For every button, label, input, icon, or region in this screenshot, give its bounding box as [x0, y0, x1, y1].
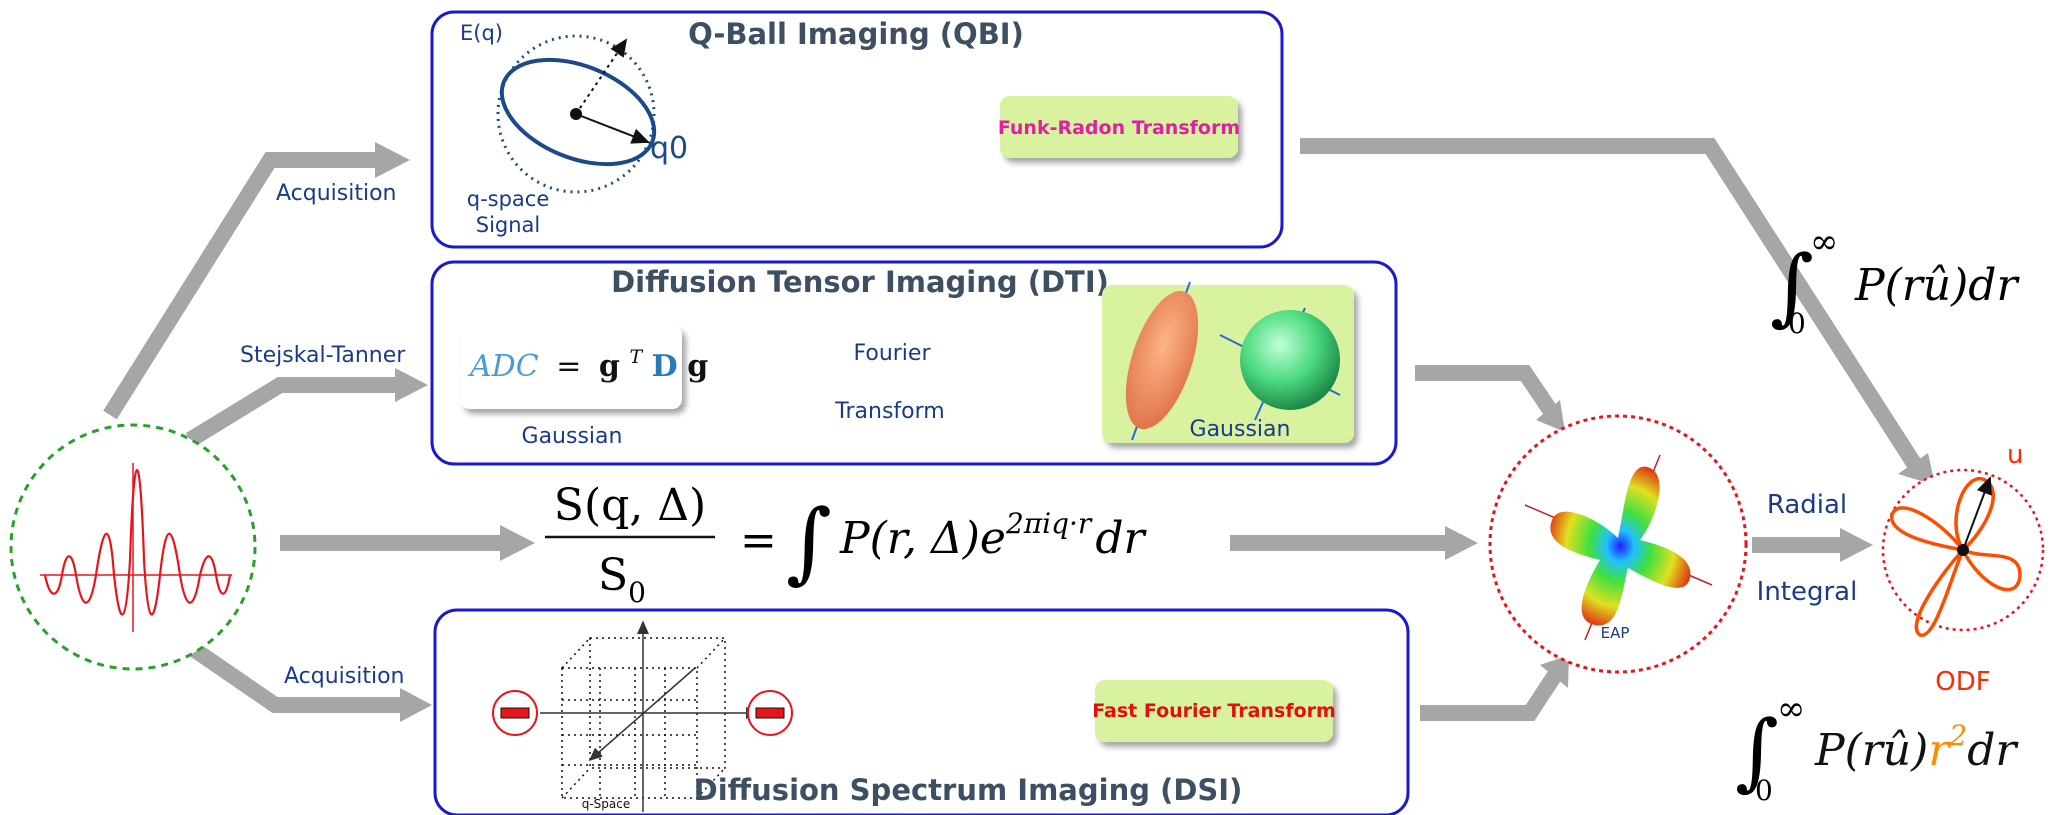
fft-label: Fast Fourier Transform [1092, 700, 1336, 722]
radial-bottom-label: Integral [1757, 577, 1858, 607]
minus-icon-right [747, 690, 793, 736]
dsi-box [433, 608, 1410, 815]
eq-equals: = [740, 515, 777, 566]
arrow-to-qbi [103, 152, 375, 420]
dti-gaussian-left: Gaussian [522, 424, 623, 449]
qspace-cube [561, 637, 726, 799]
svg-text:∫: ∫ [1770, 237, 1814, 335]
svg-text:0: 0 [1755, 774, 1773, 807]
dsi-panel: q-Space Fast Fourier Transform Diffusion… [433, 608, 1410, 815]
qbi-signal-label: Signal [476, 213, 541, 237]
dsi-title: Diffusion Spectrum Imaging (DSI) [694, 773, 1243, 807]
svg-text:0: 0 [1788, 307, 1806, 340]
integral-top: ∫ 0 ∞ P(rû)dr [1770, 222, 2020, 340]
qbi-q0-label: q0 [650, 131, 688, 166]
signal-waveform [43, 468, 232, 616]
minus-icon-left [492, 690, 538, 736]
integral-bottom: ∫ 0 ∞ P(rû)r2dr [1735, 689, 2019, 807]
acquisition-bottom-label: Acquisition [284, 664, 405, 689]
acquisition-top-label: Acquisition [276, 181, 397, 206]
eap-label: EAP [1601, 624, 1630, 642]
arrow-qbi-to-odf [1300, 138, 1922, 470]
eq-denominator: S0 [598, 550, 646, 609]
qspace-label: q-Space [582, 797, 631, 811]
arrow-to-dsi [190, 643, 400, 713]
svg-text:∞: ∞ [1810, 222, 1838, 262]
adc-equation: ADC = g T D g [467, 336, 708, 384]
stejskal-label: Stejskal-Tanner [240, 343, 406, 368]
dti-panel: Diffusion Tensor Imaging (DTI) ADC = g T… [430, 260, 1398, 466]
funk-radon-box [1000, 96, 1238, 158]
fourier-top-label: Fourier [853, 341, 931, 366]
odf-node: u ODF [1881, 440, 2045, 697]
qbi-qspace-label: q-space [467, 187, 550, 211]
arrow-to-dti [185, 377, 395, 447]
svg-text:P(rû)dr: P(rû)dr [1854, 260, 2020, 311]
adc-box [460, 325, 682, 409]
qbi-title: Q-Ball Imaging (QBI) [688, 17, 1024, 51]
radial-top-label: Radial [1767, 490, 1847, 520]
eap-node: EAP [1488, 414, 1748, 674]
odf-label: ODF [1935, 667, 1990, 697]
svg-text:∞: ∞ [1777, 689, 1805, 729]
dti-sphere [1240, 310, 1340, 410]
svg-text:∫: ∫ [1735, 702, 1779, 800]
dti-title: Diffusion Tensor Imaging (DTI) [611, 265, 1109, 299]
svg-text:P(rû)r2dr: P(rû)r2dr [1814, 719, 2019, 776]
odf-u-label: u [2007, 440, 2023, 470]
dti-gaussian-right: Gaussian [1190, 417, 1291, 442]
fft-box [1095, 680, 1333, 742]
arrow-dsi-to-eap [1420, 670, 1562, 721]
qbi-signal-ellipse [499, 57, 657, 167]
eq-numerator: S(q, Δ) [554, 480, 706, 531]
qbi-dotted-vector [575, 38, 628, 115]
qbi-box [430, 10, 1284, 249]
qbi-q0-vector [575, 113, 650, 144]
eap-surface [1550, 466, 1691, 626]
fourier-bottom-label: Transform [834, 399, 944, 424]
qbi-eq-label: E(q) [460, 21, 503, 45]
qbi-dotted-circle [496, 34, 656, 194]
eq-body: P(r, Δ)e2πiq·rdr [839, 507, 1147, 564]
odf-u-vector [1962, 476, 1992, 551]
funk-radon-label: Funk-Radon Transform [998, 117, 1240, 139]
arrow-dti-to-eap [1415, 365, 1557, 415]
signal-node [9, 423, 257, 671]
center-equation: S(q, Δ) S0 = ∫ P(r, Δ)e2πiq·rdr [545, 480, 1147, 609]
eq-integral: ∫ [786, 490, 832, 593]
qspace-axis-z [588, 667, 696, 761]
dti-ellipsoid [1125, 290, 1199, 430]
qbi-panel: Q-Ball Imaging (QBI) E(q) q0 q-space Sig… [430, 10, 1284, 249]
